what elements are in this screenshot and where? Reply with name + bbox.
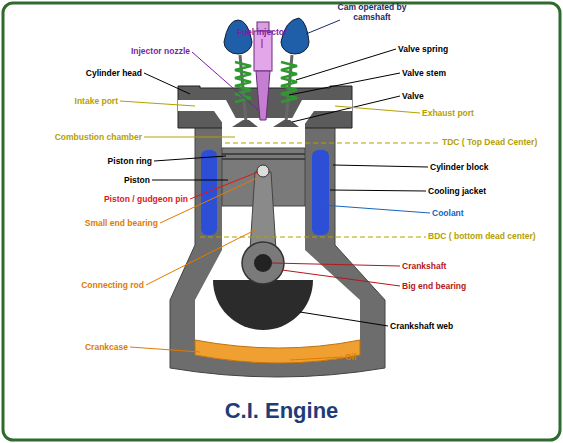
leader-line	[262, 39, 263, 48]
leader-line	[290, 357, 343, 360]
leader-line	[282, 270, 400, 286]
leader-line	[335, 106, 420, 113]
crankshaft	[254, 254, 272, 272]
part-label: Crankshaft web	[390, 321, 453, 331]
crankshaft-web	[213, 280, 313, 330]
leader-line	[289, 73, 400, 95]
part-label: Injector nozzle	[131, 46, 190, 56]
diagram-title: C.I. Engine	[0, 398, 563, 424]
leader-line	[292, 96, 400, 122]
connecting-rod	[250, 172, 276, 250]
part-label: Cylinder block	[430, 162, 489, 172]
part-label: Piston	[124, 175, 150, 185]
leader-line	[306, 20, 340, 34]
frame-border	[3, 3, 560, 440]
coolant-left	[201, 150, 217, 235]
part-label: Valve	[402, 91, 424, 101]
part-label: Cam operated by camshaft	[322, 2, 422, 22]
tdc-line	[225, 142, 440, 143]
leader-line	[300, 312, 388, 326]
part-label: Big end bearing	[402, 281, 466, 291]
leader-line	[120, 101, 195, 106]
part-label: Valve spring	[398, 44, 448, 54]
piston-ring	[222, 153, 305, 155]
leader-line	[330, 190, 426, 191]
crankcase-cavity	[195, 125, 360, 363]
part-label: Fuel injector	[237, 27, 288, 37]
leader-line	[130, 347, 200, 352]
gudgeon-pin	[257, 165, 269, 177]
injector-nozzle	[256, 71, 270, 120]
leader-line	[333, 165, 428, 167]
leader-line	[190, 172, 258, 199]
leader-line	[272, 263, 400, 266]
leader-line	[322, 205, 430, 213]
piston-ring	[222, 158, 305, 160]
fuel-injector	[254, 31, 272, 71]
cylinder-block	[170, 125, 385, 377]
part-label: Connecting rod	[81, 280, 144, 290]
leader-line	[154, 156, 226, 161]
part-label: Piston ring	[108, 156, 152, 166]
leader-line	[192, 52, 258, 110]
valve-spring	[281, 62, 297, 102]
leader-line	[144, 137, 235, 138]
leader-line	[152, 180, 228, 181]
part-label: Exhaust port	[422, 108, 474, 118]
oil-sump	[195, 340, 360, 363]
leader-line	[146, 230, 255, 285]
part-label: Crankcase	[85, 342, 128, 352]
part-label: Small end bearing	[85, 218, 158, 228]
part-label: Cylinder head	[86, 68, 142, 78]
part-label: TDC ( Top Dead Center)	[442, 137, 537, 147]
part-label: Oil	[345, 352, 356, 362]
coolant-right	[312, 150, 329, 235]
part-label: Crankshaft	[402, 261, 446, 271]
leader-line	[296, 49, 396, 80]
cam	[224, 20, 252, 54]
part-label: Piston / gudgeon pin	[104, 194, 188, 204]
bdc-line	[200, 236, 426, 237]
part-label: Cooling jacket	[428, 186, 486, 196]
leader-line	[144, 73, 190, 94]
valve-spring	[235, 62, 251, 102]
valve-head	[232, 120, 258, 127]
part-label: BDC ( bottom dead center)	[428, 231, 536, 241]
part-label: Intake port	[75, 96, 118, 106]
part-label: Valve stem	[402, 68, 446, 78]
part-label: Combustion chamber	[55, 132, 142, 142]
part-label: Coolant	[432, 208, 464, 218]
